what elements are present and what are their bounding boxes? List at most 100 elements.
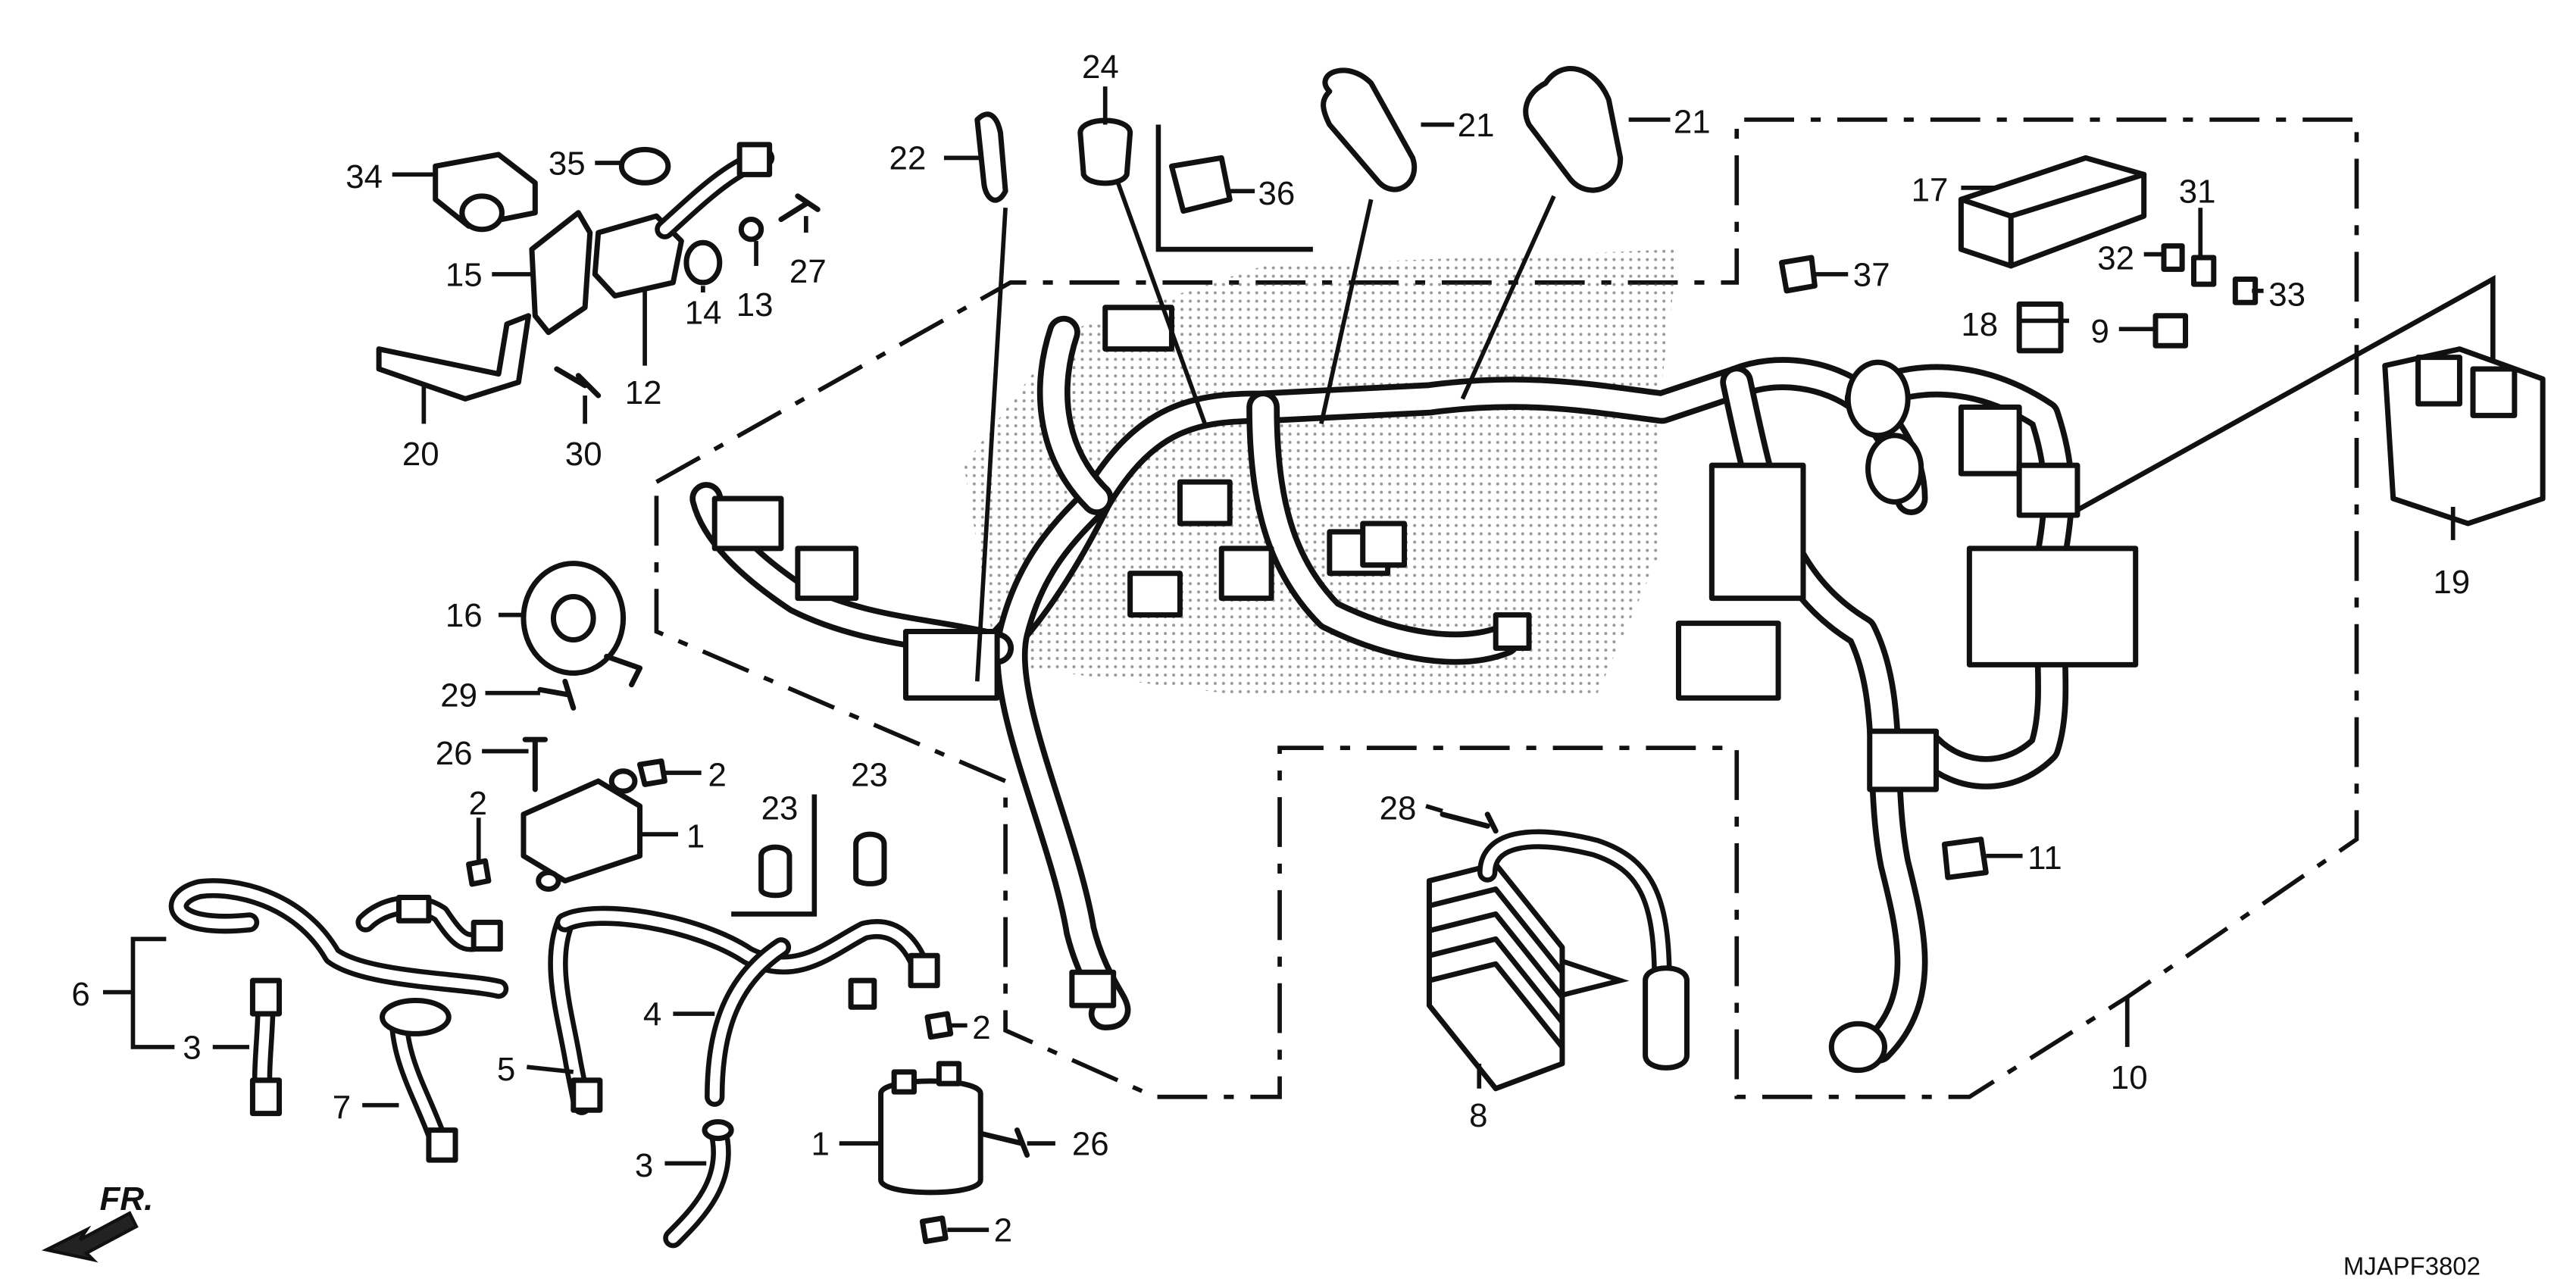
part-17-fuse-box [1958, 155, 2147, 269]
callout-3-b: 3 [635, 1147, 653, 1184]
bracket-19 [2043, 274, 2496, 531]
part-27-screw [778, 193, 821, 223]
part-2-clip-d [919, 1215, 949, 1245]
callout-5: 5 [497, 1051, 515, 1088]
part-35-band [618, 146, 671, 186]
part-14-grommet [683, 239, 723, 286]
part-16-horn [521, 561, 643, 688]
part-15-bracket [529, 210, 593, 336]
callout-10: 10 [2111, 1059, 2148, 1096]
callout-23-a: 23 [761, 789, 799, 827]
callout-35: 35 [549, 145, 586, 182]
part-1-ignition-coil-lower [878, 1061, 983, 1196]
relay-18 [2016, 301, 2064, 354]
front-direction-arrow [41, 1211, 139, 1263]
callout-29: 29 [440, 677, 477, 714]
part-1-ignition-coil-upper [521, 768, 643, 893]
callout-2-d: 2 [994, 1212, 1012, 1249]
leader-lines [103, 86, 2456, 1233]
drawing-code: MJAPF3802 [2343, 1252, 2481, 1280]
bracket-36 [1155, 124, 1313, 252]
part-36-relay [1168, 155, 1233, 214]
leader-21a-harness [1319, 199, 1374, 424]
part-8-regulator [1426, 829, 1690, 1092]
callout-12: 12 [625, 374, 662, 411]
callout-36: 36 [1258, 175, 1296, 212]
callout-7: 7 [333, 1089, 351, 1126]
part-23-clip-a [758, 844, 792, 899]
part-2-clip-a [637, 758, 667, 787]
callout-11: 11 [2027, 839, 2062, 877]
part-7-plug-cap [355, 895, 503, 1163]
callout-8: 8 [1469, 1097, 1487, 1134]
part-23-clip-b [853, 831, 887, 886]
callout-30: 30 [565, 436, 602, 473]
clip-11 [1941, 836, 1989, 880]
callout-26-b: 26 [1072, 1126, 1109, 1163]
callout-22: 22 [889, 140, 927, 177]
part-12-sensor [592, 142, 775, 299]
fuse-9 [2152, 313, 2189, 349]
part-13-collar [738, 217, 764, 242]
grommet-37 [1778, 255, 1818, 294]
part-26-bolt-upper [522, 736, 548, 792]
bolt-28 [1440, 811, 1499, 834]
wire-harness [689, 305, 2139, 1074]
callout-21-a: 21 [1458, 107, 1495, 144]
callout-14: 14 [685, 295, 722, 332]
callout-31: 31 [2179, 174, 2216, 211]
callout-15: 15 [445, 256, 483, 293]
callout-26-a: 26 [436, 735, 473, 772]
callout-1-a: 1 [686, 818, 705, 855]
callout-1-b: 1 [811, 1126, 829, 1163]
callout-2-c: 2 [972, 1009, 990, 1046]
callout-37: 37 [1853, 256, 1890, 293]
fuse-31 [2190, 255, 2217, 287]
part-26-bolt-lower [977, 1127, 1030, 1158]
callout-23-b: 23 [851, 757, 888, 794]
callout-9: 9 [2090, 313, 2109, 350]
part-21-band-a [1321, 67, 1417, 192]
leader-21b-harness [1460, 195, 1556, 400]
part-20-stay [376, 313, 532, 402]
part-4-plug-cord [705, 937, 792, 1107]
callout-4: 4 [643, 996, 661, 1033]
part-2-clip-b [466, 858, 492, 887]
callout-16: 16 [445, 597, 483, 634]
part-30-bolt [554, 366, 602, 399]
callout-24: 24 [1082, 48, 1119, 86]
callout-20: 20 [402, 436, 439, 473]
callout-3-a: 3 [183, 1029, 201, 1066]
callout-6: 6 [71, 976, 89, 1013]
leader-24-harness [1114, 178, 1208, 425]
part-5-plug-cap [548, 905, 940, 1115]
leader-22-harness [974, 208, 1008, 682]
harness-group-frame [654, 117, 2359, 1099]
part-3-plug-cap-lower [663, 1119, 734, 1249]
callout-18: 18 [1961, 306, 1998, 343]
part-34-holder [433, 152, 538, 233]
part-21-band-b [1523, 66, 1624, 193]
bracket-23 [731, 794, 818, 917]
callout-33: 33 [2268, 277, 2306, 314]
callout-19: 19 [2433, 564, 2470, 601]
callout-13: 13 [736, 286, 774, 324]
callout-17: 17 [1912, 171, 1949, 208]
callout-34: 34 [345, 158, 383, 195]
callout-2-b: 2 [469, 785, 487, 822]
callout-27: 27 [789, 253, 827, 290]
callout-21-b: 21 [1674, 103, 1711, 140]
callout-labels: 34 35 15 12 14 13 27 20 30 22 24 36 21 2… [71, 48, 2470, 1249]
callout-32: 32 [2097, 239, 2134, 277]
part-24-grommet [1077, 117, 1133, 186]
callout-28: 28 [1380, 789, 1417, 827]
part-2-clip-c [924, 1011, 954, 1040]
part-19-fuse-box [2382, 346, 2546, 527]
part-6-high-tension-cord [168, 878, 509, 1117]
callout-2-a: 2 [708, 757, 726, 794]
front-direction-label: FR. [100, 1180, 154, 1218]
part-22-band [974, 111, 1008, 203]
part-29-bolt [537, 678, 577, 711]
fuse-32 [2161, 243, 2185, 272]
